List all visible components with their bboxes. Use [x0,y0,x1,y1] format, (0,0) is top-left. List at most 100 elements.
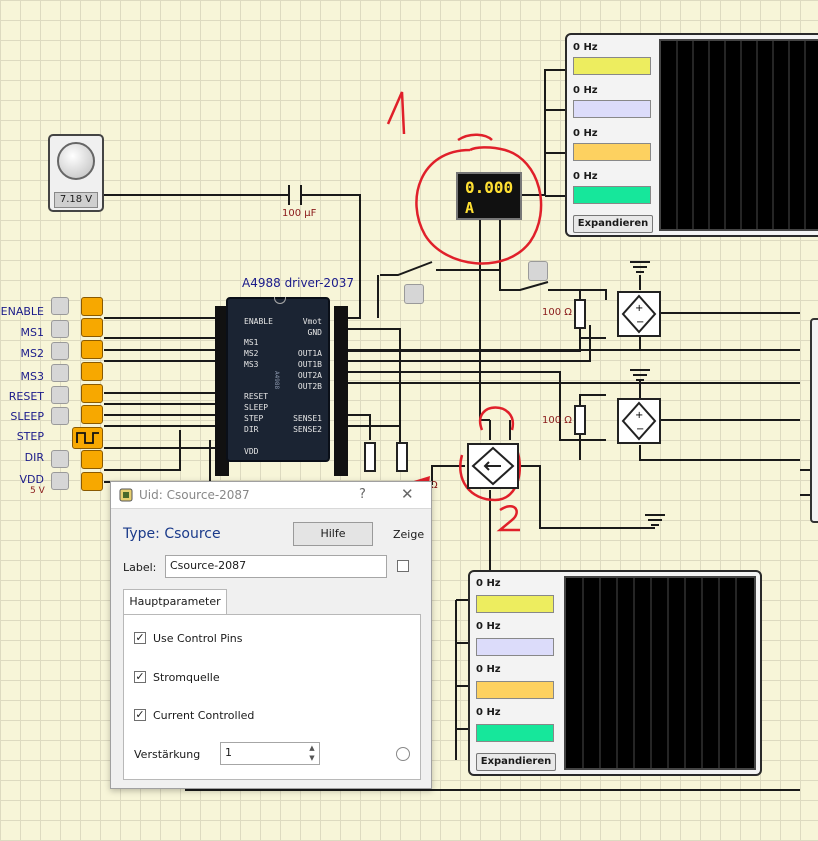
input-label-ms2: MS2 [20,347,44,360]
a4988-driver-chip[interactable]: ENABLE MS1 MS2 MS3 RESET SLEEP STEP DIR … [226,297,330,462]
current-source-csource-2087[interactable] [467,443,519,489]
component-icon [119,488,133,502]
resistor-1[interactable] [574,299,586,329]
ms2-toggle-button[interactable] [51,342,69,360]
tab-hauptparameter[interactable]: Hauptparameter [123,589,227,615]
dir-toggle-button[interactable] [51,450,69,468]
help-button[interactable]: Hilfe [293,522,373,546]
close-icon[interactable]: ✕ [401,485,414,503]
knob-dial[interactable] [57,142,95,180]
label-caption: Label: [123,561,157,574]
square-wave-icon [76,432,99,444]
dialog-type-label: Type: Csource [123,526,221,542]
driver-left-header [215,306,229,476]
scope-top-ch1-freq: 0 Hz [573,42,598,53]
oscilloscope-bottom[interactable]: 0 Hz 0 Hz 0 Hz 0 Hz Expandieren [468,570,762,776]
pin-ms3: MS3 [244,360,259,369]
switch-2-button[interactable] [528,261,548,281]
gain-spinner-arrows[interactable]: ▲▼ [309,744,315,762]
gain-spinbox[interactable]: 1 [220,742,320,765]
pin-out2b: OUT2B [297,382,322,391]
enable-toggle-button[interactable] [51,297,69,315]
step-clock-source[interactable] [72,427,103,449]
gain-reset-radio[interactable] [396,747,410,761]
csource-properties-dialog[interactable]: Uid: Csource-2087 ? ✕ Type: Csource Hilf… [110,481,432,789]
input-label-sleep: SLEEP [10,410,44,423]
voltage-knob[interactable]: 7.18 V [48,134,104,212]
scope-bottom-ch1-color [476,595,554,613]
scope-top-ch2-freq: 0 Hz [573,85,598,96]
motor-component-edge[interactable] [810,318,818,523]
scope-bottom-ch1-freq: 0 Hz [476,578,501,589]
tab-panel: ✓ Use Control Pins ✓ Stromquelle ✓ Curre… [123,614,421,780]
ammeter-display: 0.000 A [456,172,522,220]
pin-sleep: SLEEP [244,403,269,412]
ms3-toggle-button[interactable] [51,364,69,382]
ammeter-unit: A [465,199,475,217]
scope-top-ch2-color [573,100,651,118]
annotation-one: 1 [396,92,397,93]
voltage-source-2[interactable]: + − [617,398,661,444]
scope-top-ch4-freq: 0 Hz [573,171,598,182]
stromquelle-label: Stromquelle [153,671,220,684]
sense-resistor-label: Ω [430,480,438,491]
vdd-toggle-button[interactable] [51,472,69,490]
svg-text:−: − [636,424,644,435]
sense-resistor-2[interactable] [396,442,408,472]
scope-bottom-ch4-color [476,724,554,742]
input-labels: ENABLE MS1 MS2 MS3 RESET SLEEP STEP DIR … [0,300,44,500]
use-control-pins-checkbox[interactable]: ✓ [134,631,146,644]
pin-reset: RESET [244,392,269,401]
pin-enable: ENABLE [244,317,273,326]
pin-sense2: SENSE2 [293,425,322,434]
ms1-pin-block [81,318,103,337]
label-input[interactable]: Csource-2087 [165,555,387,578]
vdd-pin-block [81,472,103,491]
use-control-pins-label: Use Control Pins [153,632,243,645]
scope-top-ch1-color [573,57,651,75]
input-label-ms1: MS1 [20,326,44,339]
input-label-reset: RESET [8,390,44,403]
resistor-2[interactable] [574,405,586,435]
ms2-pin-block [81,340,103,359]
sleep-toggle-button[interactable] [51,407,69,425]
show-label: Zeige [393,528,425,541]
scope-top-ch3-color [573,143,651,161]
scope-bottom-expand-button[interactable]: Expandieren [476,753,556,771]
gain-caption: Verstärkung [134,748,201,761]
svg-text:+: + [635,303,643,314]
dialog-title: Uid: Csource-2087 [139,488,250,502]
current-controlled-checkbox[interactable]: ✓ [134,708,146,721]
stromquelle-checkbox[interactable]: ✓ [134,670,146,683]
knob-value: 7.18 V [54,192,98,208]
annotation-two: 2 [500,505,501,506]
ms1-toggle-button[interactable] [51,320,69,338]
reset-toggle-button[interactable] [51,386,69,404]
input-label-vdd: VDD [19,473,44,486]
driver-title: A4988 driver-2037 [242,276,354,290]
diamond-source-icon: + − [621,294,657,334]
pin-ms2: MS2 [244,349,259,358]
scope-top-ch3-freq: 0 Hz [573,128,598,139]
pin-vdd: VDD [244,447,259,456]
show-label-checkbox[interactable] [397,560,409,572]
pin-dir: DIR [244,425,259,434]
dialog-titlebar[interactable]: Uid: Csource-2087 ? ✕ [111,482,431,509]
scope-bottom-ch2-color [476,638,554,656]
pin-out1b: OUT1B [297,360,322,369]
reset-pin-block [81,384,103,403]
sense-resistor-1[interactable] [364,442,376,472]
pin-vmot: Vmot [302,317,322,326]
oscilloscope-top[interactable]: 0 Hz 0 Hz 0 Hz 0 Hz Expandieren [565,33,818,237]
voltage-source-1[interactable]: + − [617,291,661,337]
scope-top-expand-button[interactable]: Expandieren [573,215,653,233]
switch-1-button[interactable] [404,284,424,304]
chip-notch [274,297,286,304]
scope-bottom-ch2-freq: 0 Hz [476,621,501,632]
svg-text:+: + [635,410,643,421]
enable-pin-block [81,297,103,316]
scope-bottom-screen [564,576,756,770]
scope-grid [676,41,806,229]
help-question-button[interactable]: ? [359,487,366,502]
svg-text:−: − [636,317,644,328]
